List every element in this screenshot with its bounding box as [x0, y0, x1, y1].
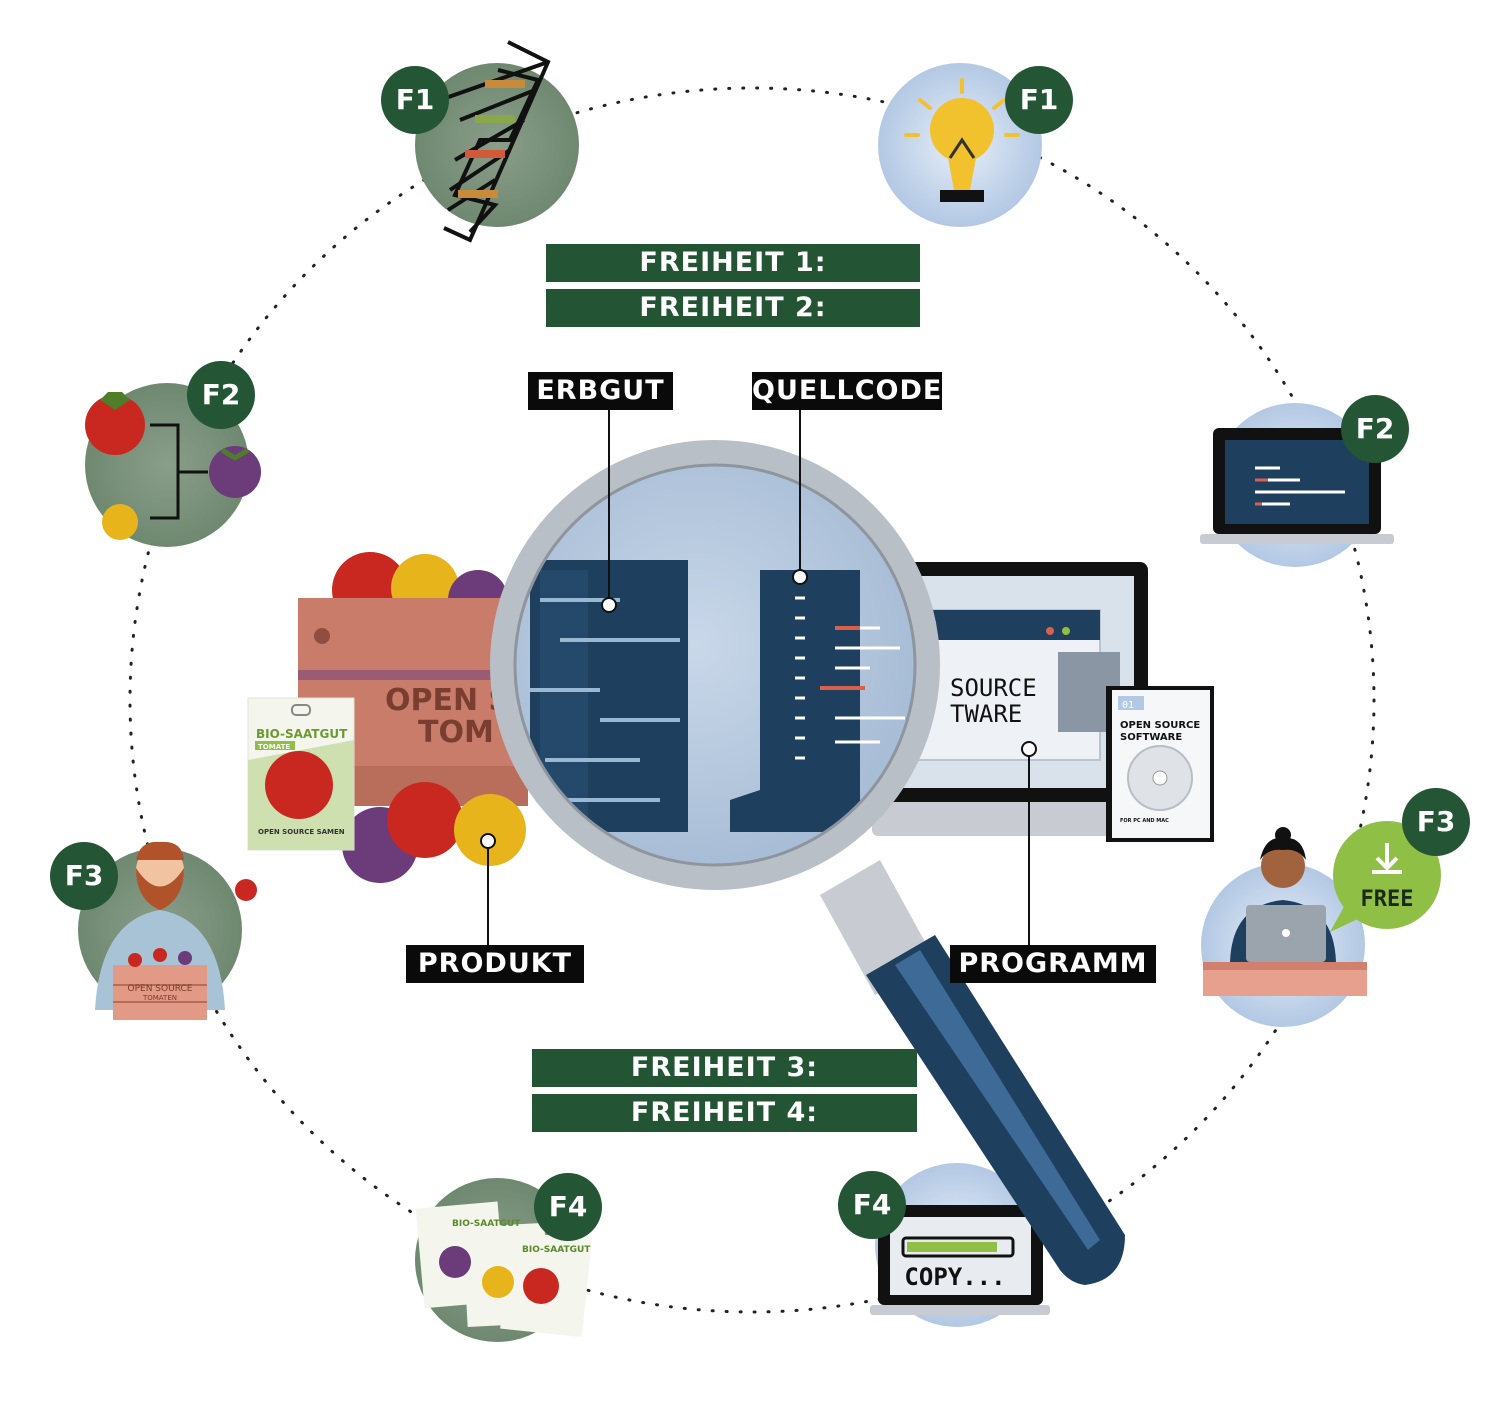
banner-freedom-3: FREIHEIT 3: VERWENDEN [532, 1049, 917, 1121]
packet-brand: BIO-SAATGUT [256, 727, 348, 741]
dna-circle [415, 40, 579, 243]
seed-packet-icon: BIO-SAATGUT BIO-SAATGUT [415, 1201, 592, 1338]
download-circle: FREE [1201, 821, 1441, 1027]
farmer-circle: OPEN SOURCE TOMATEN [78, 841, 257, 1020]
banner-freedom-2: FREIHEIT 2: VERBESSERN [546, 289, 920, 361]
badge-f1-right: F1 [1005, 66, 1073, 134]
farmer-crate-line1: OPEN SOURCE [128, 984, 193, 994]
screen-line1: SOURCE [950, 674, 1037, 702]
badge-f3-right: F3 [1402, 788, 1470, 856]
label-erbgut: ERBGUT [528, 372, 673, 410]
badge-f3-left: F3 [50, 842, 118, 910]
cd-title-1: OPEN SOURCE [1120, 720, 1200, 731]
free-label: FREE [1361, 887, 1414, 912]
badge-f2-left: F2 [187, 361, 255, 429]
crate-text-1: OPEN S [385, 683, 510, 718]
copy-laptop-circle: COPY... [870, 1163, 1050, 1327]
label-produkt: PRODUKT [406, 945, 584, 983]
cd-number: 01 [1122, 700, 1134, 711]
tomato-tree-circle [85, 383, 261, 547]
code-laptop-circle [1200, 403, 1394, 567]
tomato-icon [85, 395, 145, 455]
tomato-crate: OPEN S TOM [298, 552, 528, 883]
badge-f1-left: F1 [381, 66, 449, 134]
cd-footer: FOR PC AND MAC [1120, 818, 1169, 824]
packet-variety: TOMATE [258, 743, 290, 751]
banner-freedom-1: FREIHEIT 1: VERSTEHEN [546, 244, 920, 316]
laptop-icon [1200, 428, 1394, 544]
screen-line2: TWARE [950, 700, 1022, 728]
cd-title-2: SOFTWARE [1120, 732, 1182, 743]
badge-f2-right: F2 [1341, 395, 1409, 463]
farmer-icon: OPEN SOURCE TOMATEN [95, 841, 257, 1020]
packet-footer: OPEN SOURCE SAMEN [258, 828, 345, 836]
crate-text-2: TOM [418, 715, 494, 750]
lightbulb-icon [904, 78, 1020, 202]
leader-lines [487, 410, 1030, 945]
seed-packets-circle: BIO-SAATGUT BIO-SAATGUT [415, 1178, 592, 1342]
label-quellcode: QUELLCODE [752, 372, 942, 410]
small-packet-brand: BIO-SAATGUT [452, 1219, 521, 1229]
lightbulb-circle [878, 63, 1042, 227]
farmer-crate-line2: TOMATEN [142, 994, 177, 1002]
banner-freedom-4: FREIHEIT 4: VERBREITEN [532, 1094, 917, 1166]
small-packet-brand-2: BIO-SAATGUT [522, 1245, 591, 1255]
label-programm: PROGRAMM [950, 945, 1156, 983]
badge-f4-right: F4 [838, 1171, 906, 1239]
copy-label: COPY... [904, 1263, 1005, 1291]
badge-f4-left: F4 [534, 1173, 602, 1241]
orbit-dotted-ring [128, 86, 1376, 1314]
seed-packet-big: BIO-SAATGUT TOMATE OPEN SOURCE SAMEN [247, 697, 355, 851]
cd-box: 01 OPEN SOURCE SOFTWARE FOR PC AND MAC [1106, 686, 1214, 842]
magnifier-icon [490, 440, 1125, 1285]
